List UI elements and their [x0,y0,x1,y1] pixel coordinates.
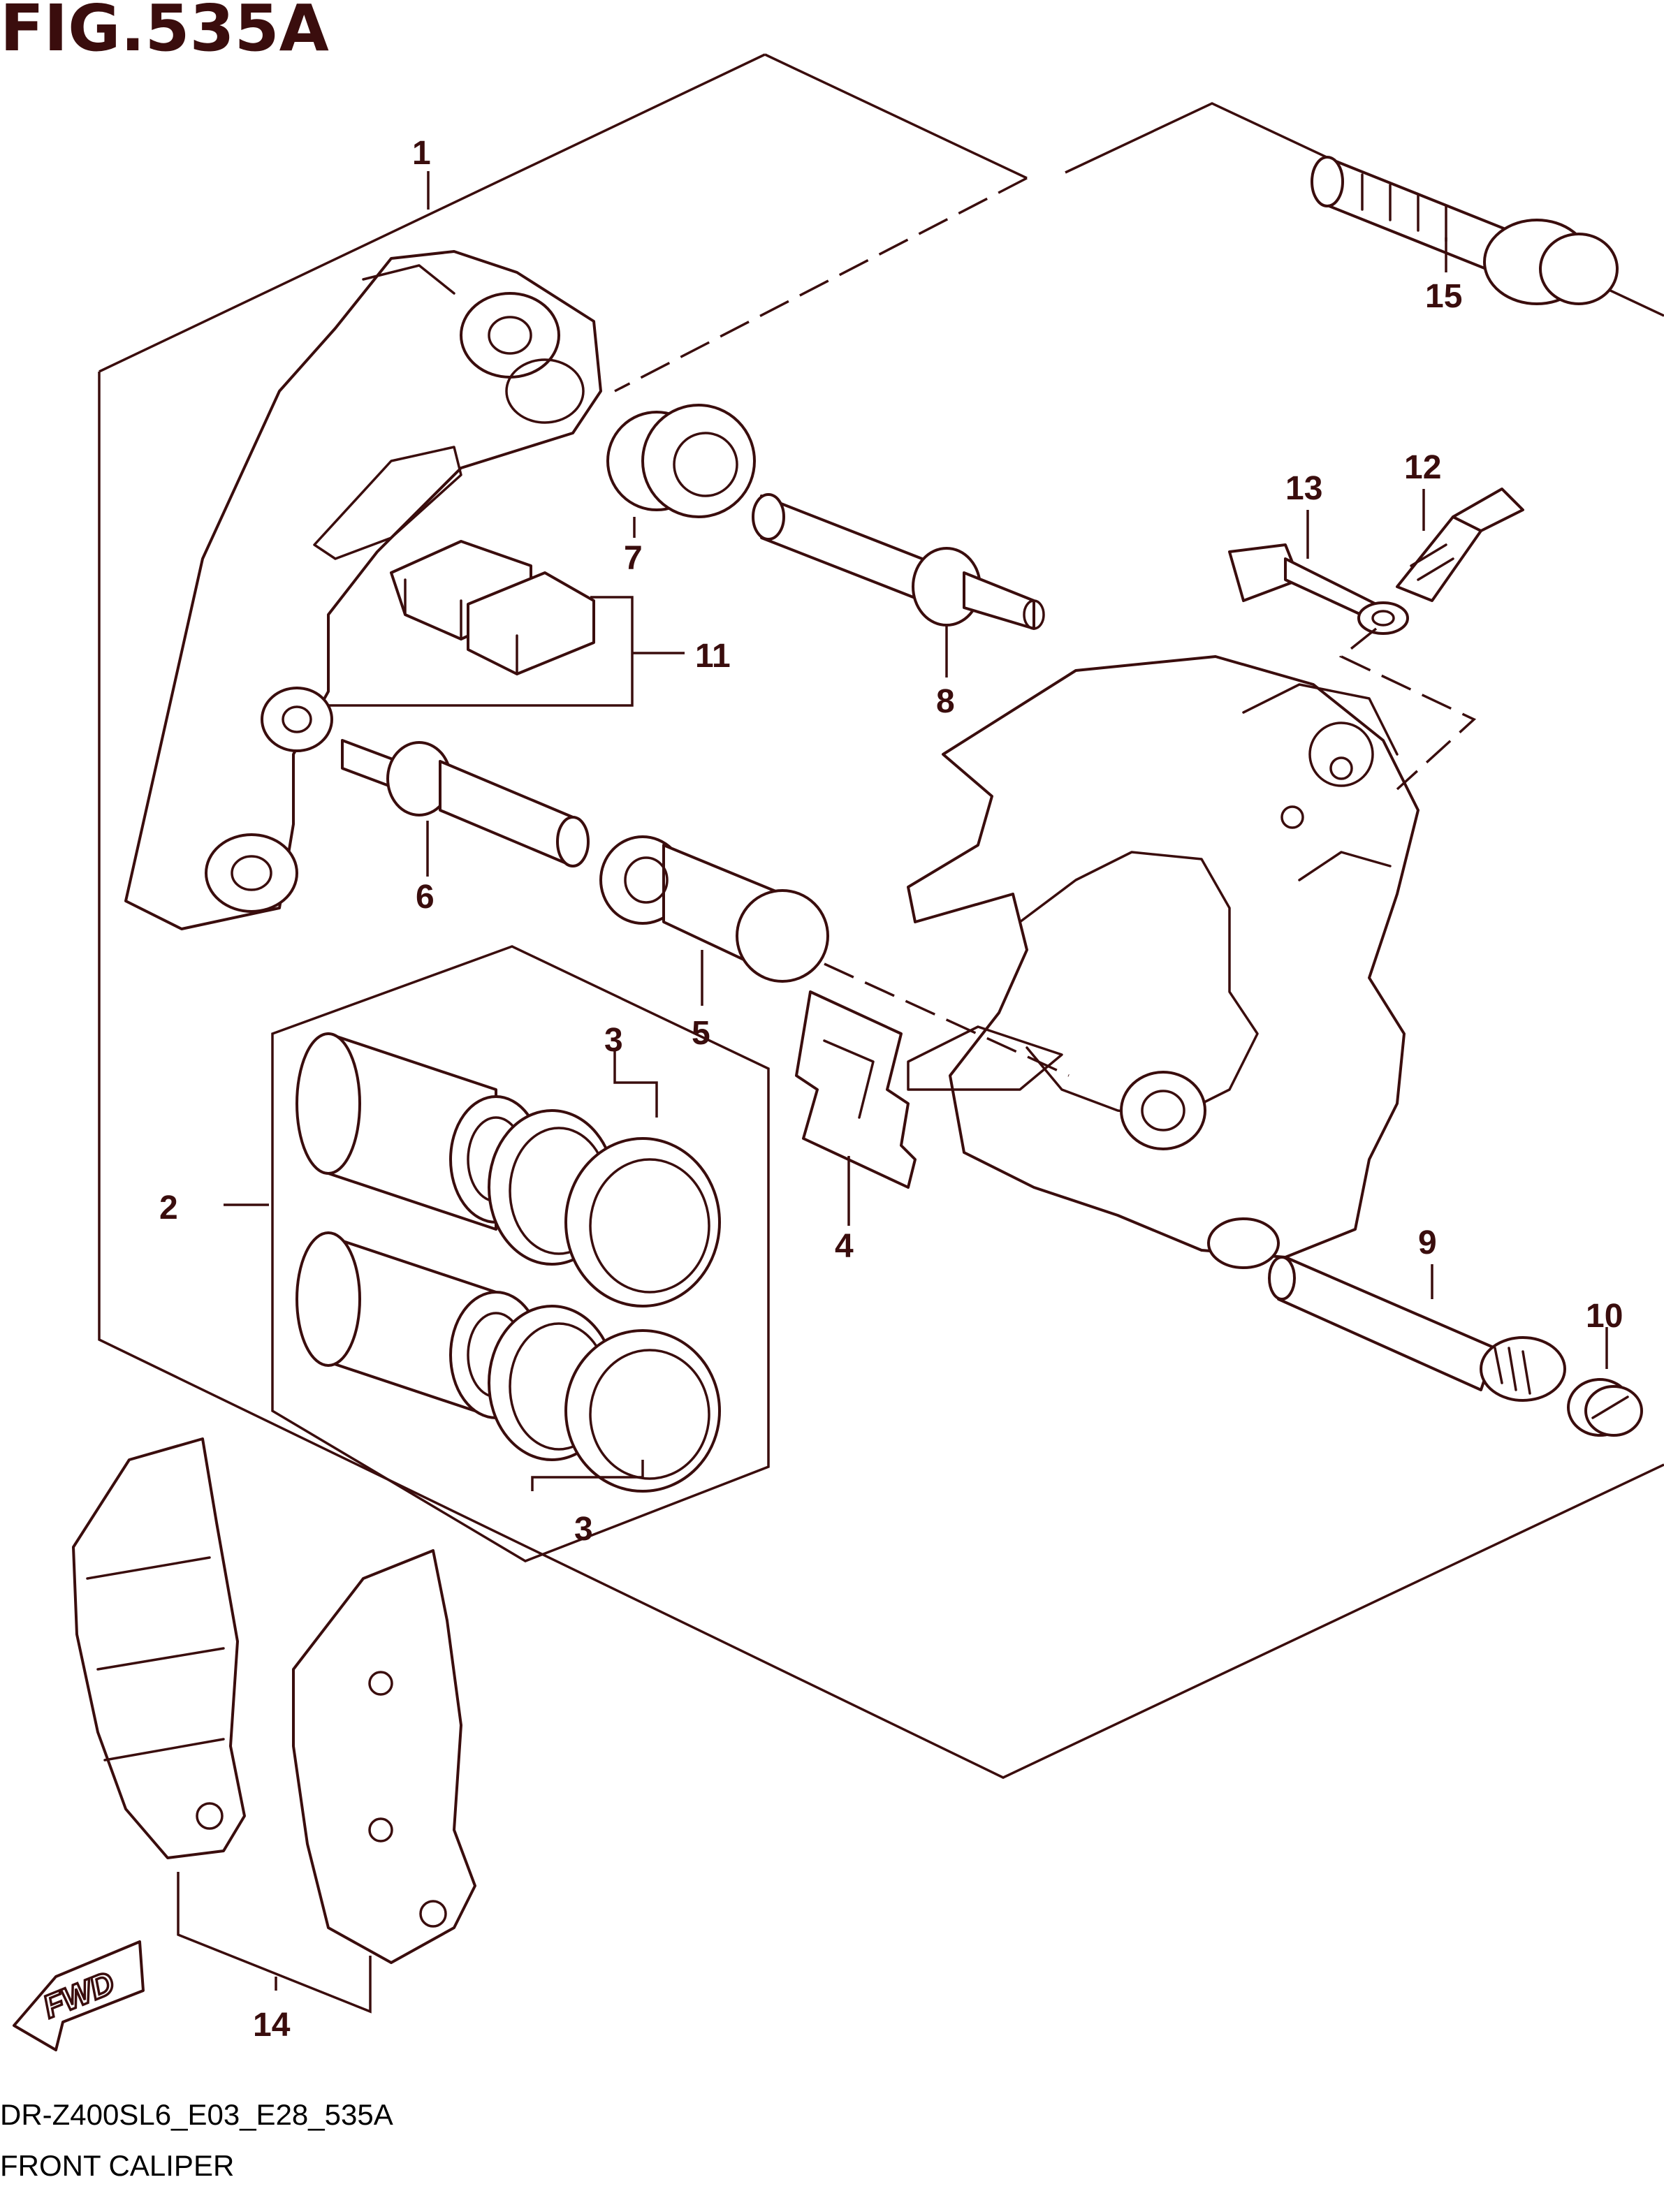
piston-seals-upper [488,1109,721,1308]
caliper-bracket [124,250,602,930]
brake-pad-outer [72,1437,246,1859]
callout-3-lower: 3 [574,1511,593,1548]
callout-8: 8 [936,683,955,720]
piston-kit-frame [271,945,770,1562]
callout-labels: 1 2 3 3 4 5 6 7 8 9 10 11 12 13 14 15 [159,135,1623,2044]
bleeder-valve [1396,488,1524,602]
callout-4: 4 [835,1228,854,1265]
boot [606,404,756,518]
callout-10: 10 [1586,1298,1623,1335]
callout-6: 6 [416,879,435,916]
callout-9: 9 [1418,1224,1437,1261]
callout-11: 11 [695,638,731,675]
callout-15: 15 [1425,278,1462,315]
bolt-15 [1311,156,1619,305]
fwd-arrow-icon: FWD [13,1940,145,2051]
callout-1: 1 [412,135,431,172]
figure-caption: FRONT CALIPER [0,2149,234,2182]
callout-2: 2 [159,1189,178,1226]
brake-pad-inner [292,1549,476,1964]
bleeder-cap [1228,543,1409,635]
pin-5 [599,835,829,983]
pin-6 [341,739,590,867]
model-code: DR-Z400SL6_E03_E28_535A [0,2098,393,2131]
figure-title: FIG.535A [0,0,329,66]
callout-3-upper: 3 [604,1022,623,1059]
piston-seals-lower [488,1305,721,1493]
caliper-body [907,655,1419,1269]
callout-13: 13 [1285,470,1322,507]
pad-clips [390,540,595,675]
pad-pin [1268,1256,1566,1402]
callout-14: 14 [253,2007,291,2044]
alignment-guides [824,627,1477,1077]
callout-7: 7 [624,540,643,577]
leader-lines [177,171,1608,2014]
pin-8 [752,493,1045,630]
pad-pin-plug [1567,1378,1643,1437]
callout-12: 12 [1404,449,1441,486]
pad-spring [795,990,917,1189]
callout-5: 5 [692,1015,710,1052]
